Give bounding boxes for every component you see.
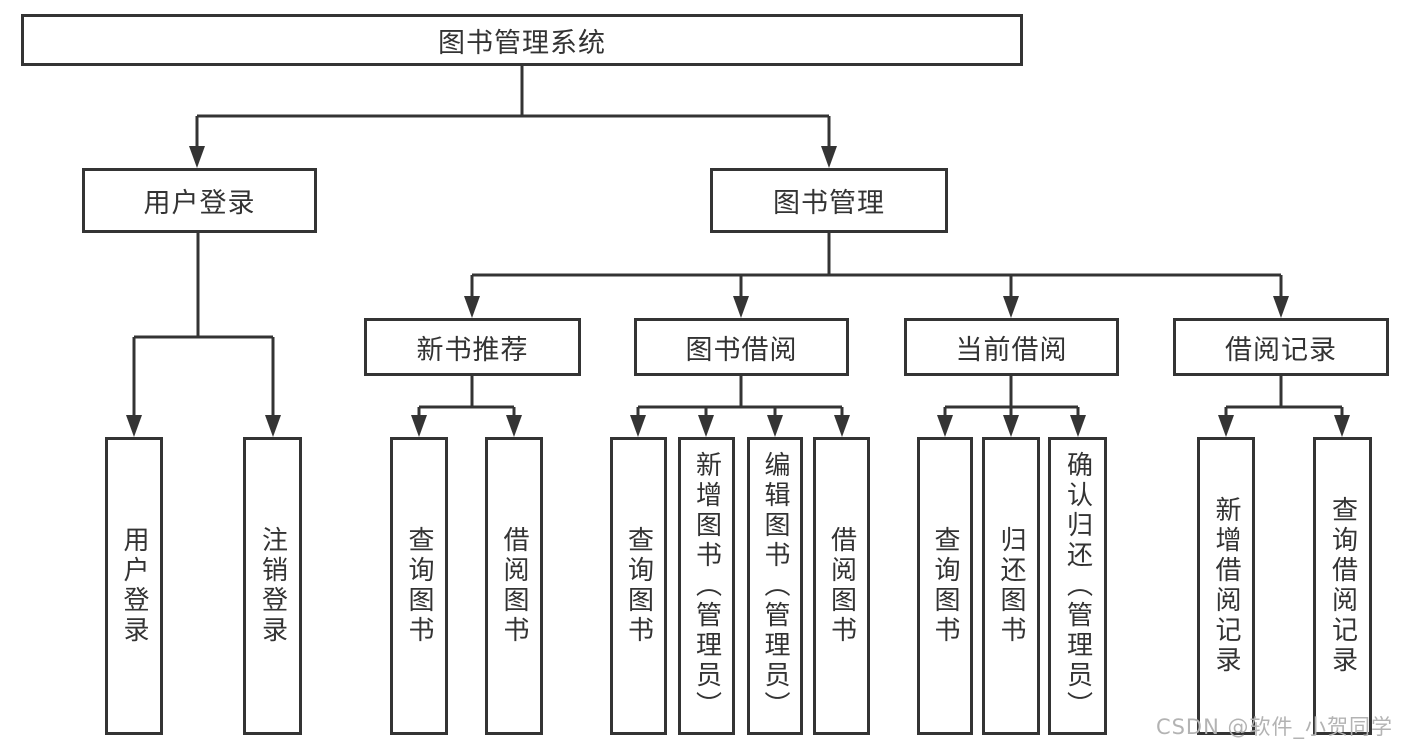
arrowhead-down-icon — [1003, 415, 1019, 437]
node-leaf-query-borrow-record: 查询借阅记录 — [1313, 437, 1372, 735]
node-leaf-borrow-books: 借阅图书 — [813, 437, 870, 735]
arrowhead-down-icon — [1218, 415, 1234, 437]
connector-records-branch — [1224, 376, 1344, 421]
node-leaf-add-books-admin: 新增图书（管理员） — [678, 437, 735, 735]
arrowhead-down-icon — [464, 296, 480, 318]
arrowhead-down-icon — [506, 415, 522, 437]
arrowhead-down-icon — [733, 296, 749, 318]
arrowhead-down-icon — [937, 415, 953, 437]
arrowhead-down-icon — [630, 415, 646, 437]
connector-borrow-branch — [636, 376, 844, 421]
connector-recommend-branch — [417, 376, 516, 421]
node-current-borrow: 当前借阅 — [904, 318, 1119, 376]
node-leaf-borrow-books-recommend: 借阅图书 — [485, 437, 543, 735]
arrowhead-down-icon — [126, 415, 142, 437]
arrowhead-down-icon — [1070, 415, 1086, 437]
connector-login-branch — [132, 233, 275, 419]
node-leaf-user-login: 用户登录 — [105, 437, 163, 735]
node-leaf-logout: 注销登录 — [243, 437, 302, 735]
connector-management-branch — [470, 233, 1283, 300]
arrowhead-down-icon — [821, 146, 837, 168]
node-leaf-query-books-recommend: 查询图书 — [390, 437, 448, 735]
arrowhead-down-icon — [1003, 296, 1019, 318]
node-leaf-confirm-return-admin: 确认归还（管理员） — [1048, 437, 1107, 735]
arrowhead-down-icon — [411, 415, 427, 437]
node-library-management-system: 图书管理系统 — [21, 14, 1023, 66]
node-book-borrow: 图书借阅 — [634, 318, 849, 376]
arrowhead-down-icon — [834, 415, 850, 437]
connector-root-branch — [195, 66, 831, 150]
arrowhead-down-icon — [698, 415, 714, 437]
arrowhead-down-icon — [1334, 415, 1350, 437]
arrowhead-down-icon — [189, 146, 205, 168]
node-leaf-query-books-current: 查询图书 — [917, 437, 973, 735]
arrowhead-down-icon — [1273, 296, 1289, 318]
connector-current-branch — [943, 376, 1080, 421]
node-leaf-return-books: 归还图书 — [982, 437, 1040, 735]
node-user-login: 用户登录 — [82, 168, 317, 233]
node-borrow-records: 借阅记录 — [1173, 318, 1389, 376]
arrowhead-down-icon — [265, 415, 281, 437]
node-book-management: 图书管理 — [710, 168, 948, 233]
watermark-text: CSDN @软件_小贺同学 — [1155, 715, 1393, 739]
arrowhead-down-icon — [767, 415, 783, 437]
node-leaf-add-borrow-record: 新增借阅记录 — [1197, 437, 1255, 735]
node-leaf-query-books-borrow: 查询图书 — [610, 437, 667, 735]
node-new-book-recommend: 新书推荐 — [364, 318, 581, 376]
node-leaf-edit-books-admin: 编辑图书（管理员） — [747, 437, 803, 735]
